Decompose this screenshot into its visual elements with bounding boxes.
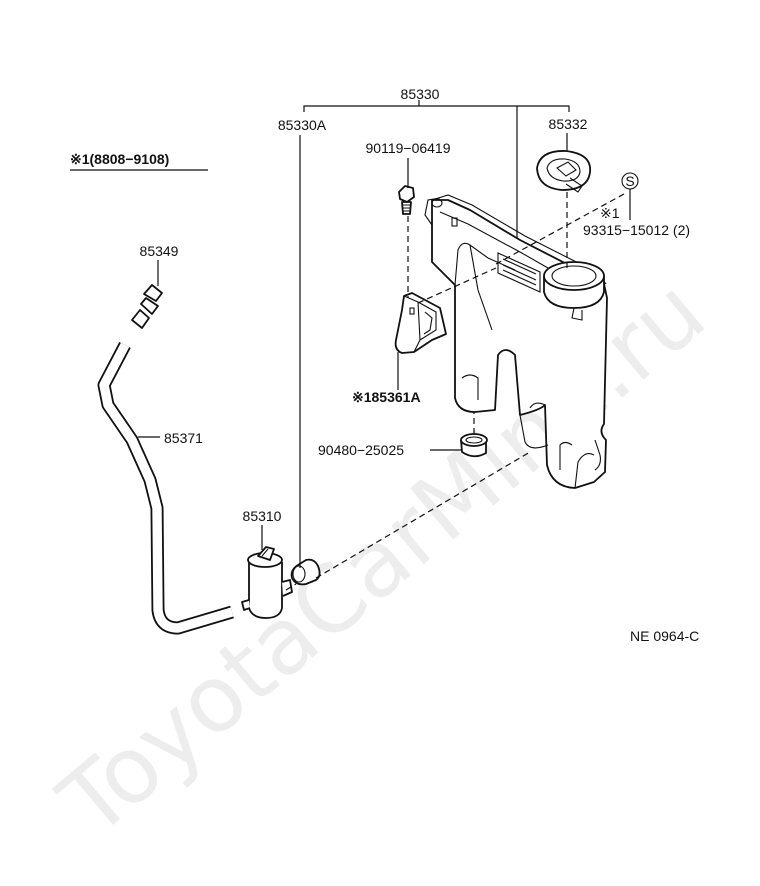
label-bolt: 90119−06419 [366, 140, 451, 156]
label-pump: 85310 [243, 508, 282, 524]
pump-grommet [290, 558, 321, 586]
label-grommet: 90480−25025 [318, 442, 404, 458]
label-tank: 85330A [278, 117, 327, 133]
label-plug: 93315−15012 (2) [583, 222, 690, 238]
label-connector: 85349 [140, 243, 179, 259]
bracket [394, 292, 447, 354]
watermark: ToyotaCarMine.ru [40, 258, 725, 857]
label-bracket: ※185361A [352, 389, 421, 405]
plug-symbol: S [621, 172, 639, 190]
label-hose: 85371 [164, 430, 203, 446]
label-cap: 85332 [549, 116, 588, 132]
grommet [460, 433, 488, 458]
washer-hose [97, 341, 234, 635]
tank-cap [536, 150, 591, 193]
plug-symbol-letter: S [625, 173, 634, 189]
washer-tank [424, 194, 608, 489]
assembly-dashed-lines [285, 192, 625, 591]
bolt [398, 185, 415, 215]
diagram-code: NE 0964-C [630, 628, 699, 644]
label-plug-mark: ※1 [600, 205, 620, 221]
washer-pump [241, 546, 293, 619]
hose-connector [131, 284, 163, 329]
applicability-note: ※1(8808−9108) [70, 151, 169, 167]
label-tank-assembly: 85330 [401, 86, 440, 102]
leader-lines [138, 100, 631, 568]
